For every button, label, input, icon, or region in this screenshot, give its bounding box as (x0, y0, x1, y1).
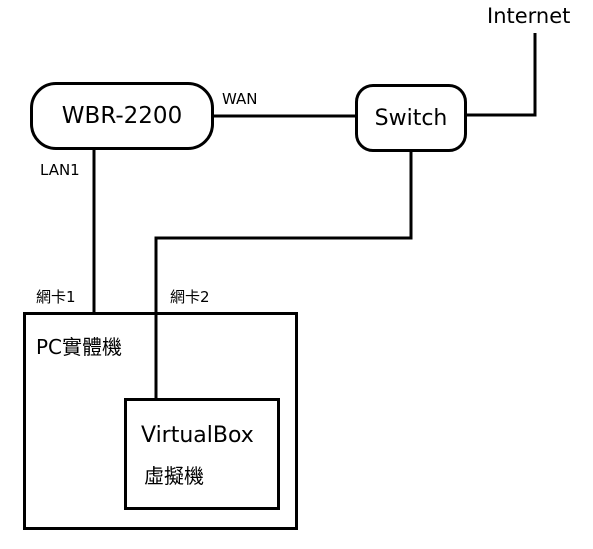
nic1-label: 網卡1 (36, 288, 76, 306)
vm-box (124, 398, 280, 510)
router-node: WBR-2200 (30, 82, 214, 150)
wan-label: WAN (222, 90, 258, 108)
internet-label: Internet (487, 4, 571, 28)
router-label: WBR-2200 (61, 103, 183, 129)
switch-label: Switch (374, 105, 448, 131)
internet-uplink-line (467, 33, 537, 117)
nic2-link-line (154, 152, 413, 398)
switch-node: Switch (355, 84, 467, 152)
vm-title: VirtualBox (141, 423, 254, 448)
lan1-label: LAN1 (40, 161, 80, 179)
vm-subtitle: 虛擬機 (144, 464, 204, 488)
nic2-label: 網卡2 (170, 288, 210, 306)
pc-box (23, 312, 298, 530)
pc-label: PC實體機 (36, 335, 123, 359)
